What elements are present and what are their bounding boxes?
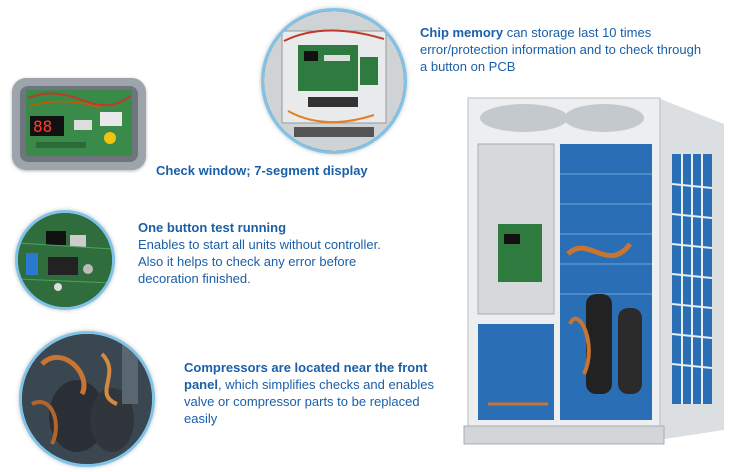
chip-memory-description: can storage last 10 times error/protecti… bbox=[420, 25, 702, 74]
one-button-text: One button test running Enables to start… bbox=[138, 219, 428, 287]
compressors-heading: Compressors are located near the front p… bbox=[184, 360, 428, 392]
check-window-text: Check window; 7-segment display bbox=[156, 162, 416, 179]
one-button-line-2: Also it helps to check any error before bbox=[138, 254, 357, 269]
check-window-photo: 88 bbox=[12, 78, 146, 170]
one-button-line-3: decoration finished. bbox=[138, 271, 251, 286]
outdoor-unit-illustration bbox=[458, 84, 740, 454]
compressors-text: Compressors are located near the front p… bbox=[184, 359, 449, 427]
test-button-pcb-photo bbox=[15, 210, 115, 310]
compressor-photo bbox=[19, 331, 155, 467]
one-button-line-1: Enables to start all units without contr… bbox=[138, 237, 381, 252]
svg-text:88: 88 bbox=[33, 117, 52, 136]
check-window-heading: Check window; 7-segment display bbox=[156, 163, 368, 178]
compressors-description: , which simplifies checks and enables va… bbox=[184, 377, 435, 426]
one-button-heading: One button test running bbox=[138, 220, 287, 235]
pcb-photo bbox=[261, 8, 407, 154]
chip-memory-text: Chip memory can storage last 10 times er… bbox=[420, 24, 710, 75]
chip-memory-heading: Chip memory bbox=[420, 25, 504, 40]
